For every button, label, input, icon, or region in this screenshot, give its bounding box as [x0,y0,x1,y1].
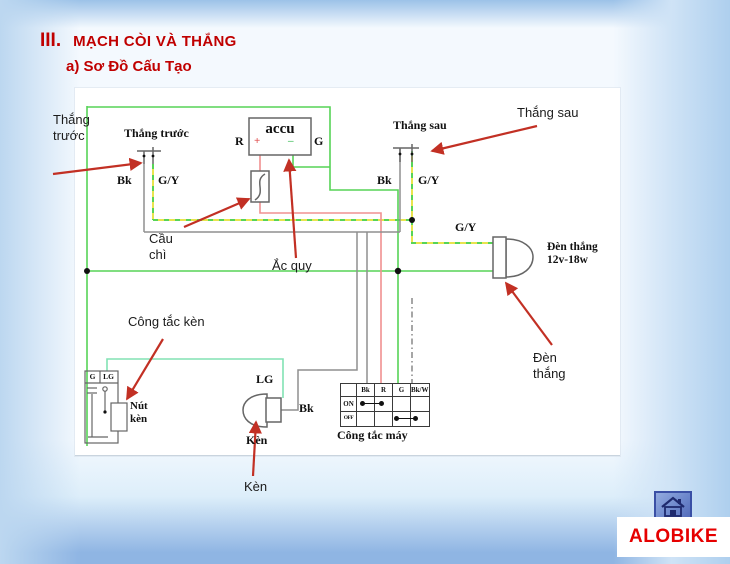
callout-brake-light: Đèn thắng [533,350,566,381]
arrow-front-brake [52,157,143,176]
battery-plus: + [254,135,261,147]
arrow-horn-switch [126,338,164,401]
ignition-header-r: R [374,383,393,397]
wire-ground-top [87,106,399,383]
wire-horn-lg [106,358,284,398]
gy-wires-green [152,151,493,244]
heading-row: III. MẠCH CÒI VÀ THẮNG [40,30,237,52]
green-wires [86,106,493,446]
ignition-header-blank [340,383,357,397]
front-gy-label: G/Y [158,173,180,187]
battery-terminal-r: R [235,134,244,148]
wire-fuse-to-ignition [259,202,382,383]
ignition-switch-table: Bk R G Bk/W ON OFF [340,383,430,427]
ignition-header-g: G [392,383,411,397]
home-icon [660,496,686,518]
ignition-switch-title: Công tắc máy [337,428,408,442]
horn-symbol [242,393,282,428]
horn-button-label: Nút kèn [130,400,148,425]
arrow-horn [248,420,262,477]
battery-minus: – [288,135,294,147]
lg-wire [106,358,284,398]
rear-bk-label: Bk [377,173,392,187]
rear-gy-label: G/Y [418,173,440,187]
heading-number: III. [40,30,62,51]
wire-horn-bk [280,232,358,411]
lamp-gy-label: G/Y [455,220,477,234]
callout-battery: Ắc quy [272,258,312,273]
arrow-fuse [183,197,251,229]
callout-horn: Kèn [244,479,268,494]
brand-box[interactable]: ALOBIKE [617,517,730,557]
arrow-battery [283,158,298,259]
ignition-off-connection [394,416,418,420]
callout-rear-brake: Thắng sau [517,105,579,120]
page-title: MẠCH CÒI VÀ THẮNG [73,33,237,50]
arrow-brake-light [504,281,553,346]
ignition-row-off: OFF [340,411,357,427]
front-bk-label: Bk [117,173,132,187]
horn-switch-header-g: G [89,372,96,381]
ignition-on-connection [360,401,384,405]
components [84,117,534,444]
ignition-header-bkw: Bk/W [410,383,430,397]
horn-lg-label: LG [256,372,274,386]
horn-button [110,402,128,432]
callout-arrows [52,124,553,477]
brand-logo: ALOBIKE [629,526,718,547]
horn-switch-box [84,370,128,444]
callout-fuse: Cầu chì [149,231,173,262]
battery-box [248,117,312,156]
callout-horn-switch: Công tắc kèn [128,314,205,329]
arrow-rear-brake [430,124,538,155]
horn-label: Kèn [246,433,268,447]
junction-dots [84,152,415,414]
page-subtitle: a) Sơ Đồ Cấu Tạo [66,58,192,75]
callout-front-brake: Thắng trước [53,112,90,143]
brake-lamp [492,236,534,279]
front-brake-label: Thắng trước [124,126,189,140]
rear-brake-label: Thắng sau [393,118,447,132]
ignition-row-on: ON [340,396,357,412]
red-wires [259,155,382,383]
lamp-label: Đèn thắng 12v-18w [547,241,598,267]
ignition-header-bk: Bk [356,383,375,397]
horn-switch-header-lg: LG [103,372,114,381]
horn-bk-label: Bk [299,401,314,415]
fuse-element [254,173,266,201]
bk-wires [143,149,401,411]
battery-label: accu [265,121,295,137]
battery-terminal-g: G [314,134,324,148]
